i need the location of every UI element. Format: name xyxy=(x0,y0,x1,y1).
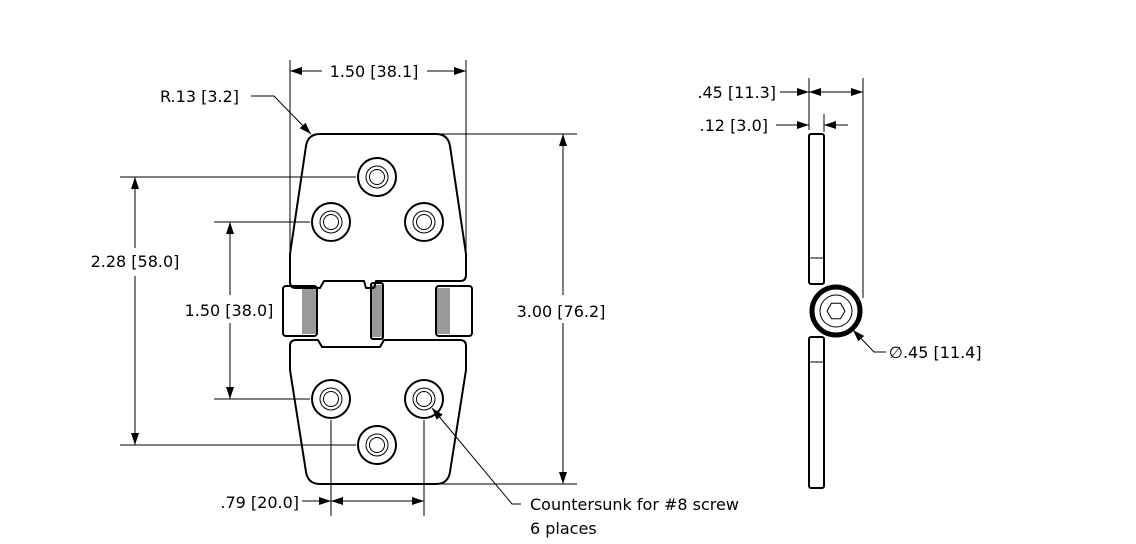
screw-hole xyxy=(311,379,351,419)
dim-radius: R.13 [3.2] xyxy=(160,87,312,135)
diameter-symbol: ∅ xyxy=(889,343,903,362)
screw-hole xyxy=(357,157,397,197)
hex-socket-icon xyxy=(826,302,846,320)
dim-outer-hole-spacing-label: 2.28 [58.0] xyxy=(91,252,180,271)
side-view xyxy=(808,133,863,489)
knuckle-left xyxy=(282,285,318,337)
dim-overall-height-label: 3.00 [76.2] xyxy=(517,302,606,321)
screw-hole xyxy=(357,425,397,465)
front-view xyxy=(282,133,473,485)
lower-leaf xyxy=(289,339,467,485)
knuckle-center xyxy=(370,282,384,340)
upper-leaf xyxy=(289,133,467,289)
note-countersunk-line1: Countersunk for #8 screw xyxy=(530,495,739,514)
screw-hole xyxy=(404,379,444,419)
dim-inner-hole-spacing-label: 1.50 [38.0] xyxy=(185,301,274,320)
screw-holes xyxy=(311,157,444,465)
dim-outer-hole-spacing: 2.28 [58.0] xyxy=(91,176,356,446)
screw-hole xyxy=(404,202,444,242)
dim-pin-diameter-value: .45 [11.4] xyxy=(903,343,982,362)
dim-radius-label: R.13 [3.2] xyxy=(160,87,239,106)
knuckle-right xyxy=(435,285,473,337)
dim-side-thickness-label: .45 [11.3] xyxy=(697,83,776,102)
dim-pin-diameter-label: ∅.45 [11.4] xyxy=(889,343,982,362)
dim-lower-hole-spacing: .79 [20.0] xyxy=(220,420,425,516)
screw-hole xyxy=(311,202,351,242)
knuckle-knurling xyxy=(302,285,450,337)
dim-side-thickness: .45 [11.3] xyxy=(697,78,864,298)
dim-inner-hole-spacing: 1.50 [38.0] xyxy=(185,221,310,400)
dim-width-top-label: 1.50 [38.1] xyxy=(330,62,419,81)
dim-overall-height: 3.00 [76.2] xyxy=(440,133,606,485)
note-countersunk: Countersunk for #8 screw 6 places xyxy=(431,407,739,538)
dim-leaf-thickness-label: .12 [3.0] xyxy=(700,116,768,135)
side-pin-outer xyxy=(809,284,863,338)
hinge-knuckles xyxy=(282,282,473,340)
side-leaf-lower xyxy=(808,336,825,489)
side-pin-inner xyxy=(819,294,853,328)
dim-width-top: 1.50 [38.1] xyxy=(289,60,467,250)
dim-leaf-thickness: .12 [3.0] xyxy=(700,114,848,135)
dim-pin-diameter: ∅.45 [11.4] xyxy=(852,329,982,362)
side-leaf-upper xyxy=(808,133,825,285)
dim-lower-hole-spacing-label: .79 [20.0] xyxy=(220,493,299,512)
note-countersunk-line2: 6 places xyxy=(530,519,597,538)
